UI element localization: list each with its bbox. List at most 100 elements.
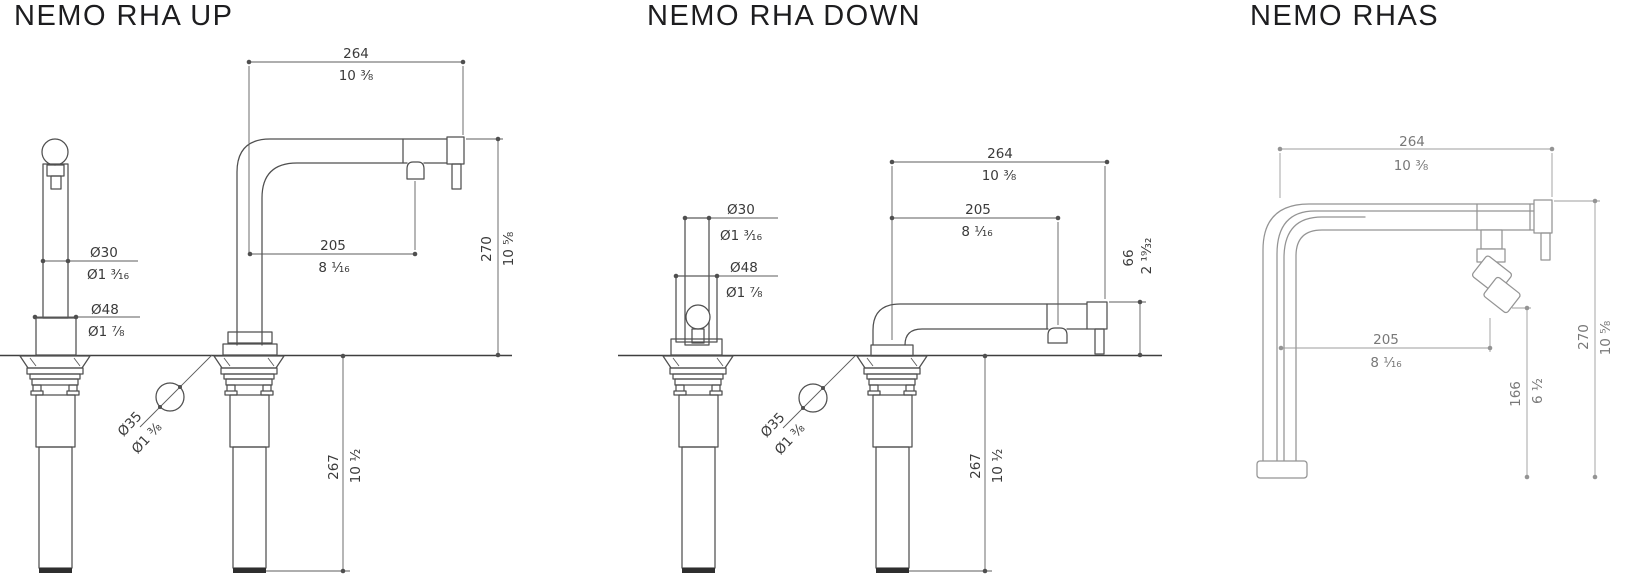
dim-endpoint	[158, 405, 162, 409]
front-view	[35, 138, 77, 356]
supply-body	[872, 394, 913, 448]
dim-endpoint	[682, 215, 688, 221]
supply-cylinder	[232, 446, 267, 569]
flange-hatch	[223, 357, 275, 367]
dim-base-dia-mm: Ø48	[730, 260, 758, 276]
cylinder-cap	[876, 568, 909, 573]
dim-endpoint	[982, 568, 988, 574]
dim-below-mm: 267	[968, 453, 984, 479]
inner-hose-line	[1276, 210, 1535, 462]
dim-height: 270 10 ⁵⁄₈	[466, 136, 517, 358]
drawing-title-nemo-rha-down: NEMO RHA DOWN	[647, 0, 922, 32]
base-plate	[670, 338, 723, 356]
front-view	[670, 217, 723, 356]
washer	[31, 378, 79, 386]
dim-endpoint	[246, 59, 252, 65]
dim-below-in: 10 ¹⁄₂	[990, 449, 1006, 484]
dim-reach: 205 8 ¹⁄₁₆	[1278, 318, 1493, 371]
dim-endpoint	[73, 314, 79, 320]
spout-head	[1047, 327, 1068, 344]
dim-endpoint	[40, 258, 46, 264]
flange-hatch	[29, 357, 81, 367]
base-plate	[222, 343, 278, 356]
mounting-flange	[19, 355, 91, 369]
dim-endpoint	[673, 273, 679, 279]
handle-knob	[685, 304, 711, 330]
end-cap	[1086, 301, 1108, 330]
dim-base-diameter: Ø48 Ø1 ⁷⁄₈	[32, 302, 140, 340]
dim-reach-in: 8 ¹⁄₁₆	[1370, 355, 1401, 371]
dim-endpoint	[412, 251, 418, 257]
faucet-outline-inner	[1295, 229, 1535, 462]
drawing-nemo-rha-down: 264 10 ³⁄₈ 205 8 ¹⁄₁₆ 66 2 ¹⁹⁄₃₂	[618, 146, 1162, 574]
dim-endpoint	[247, 251, 253, 257]
mounting-bolts	[224, 384, 274, 396]
flange-hatch	[672, 357, 724, 367]
dim-endpoint	[1277, 146, 1283, 152]
dim-base-diameter: Ø48 Ø1 ⁷⁄₈	[673, 260, 778, 301]
base-plate	[870, 344, 914, 357]
dim-reach-in: 8 ¹⁄₁₆	[961, 224, 992, 240]
dim-below-counter: 267 10 ¹⁄₂	[266, 353, 364, 574]
front-view-undercounter	[662, 355, 734, 573]
dim-nozzle-height-in: 6 ¹⁄₂	[1530, 378, 1546, 404]
spout-head	[406, 161, 425, 180]
dim-below-in: 10 ¹⁄₂	[348, 449, 364, 484]
dim-base-dia-in: Ø1 ⁷⁄₈	[726, 285, 763, 301]
lever-handle	[1540, 232, 1551, 261]
base-plate	[1256, 460, 1308, 479]
dim-reach-in: 8 ¹⁄₁₆	[318, 260, 349, 276]
side-view-undercounter	[213, 355, 285, 573]
hole-symbol-diameter	[802, 387, 824, 409]
dim-endpoint	[178, 385, 182, 389]
drawing-title-nemo-rhas: NEMO RHAS	[1250, 0, 1440, 32]
faucet-outline-inner	[261, 162, 408, 346]
dim-reach-mm: 205	[320, 238, 346, 254]
dim-below-mm: 267	[326, 454, 342, 480]
dim-spout-height: 66 2 ¹⁹⁄₃₂	[1109, 238, 1155, 358]
base-body	[35, 317, 77, 356]
mounting-bolts	[30, 384, 80, 396]
dim-endpoint	[821, 386, 825, 390]
dim-endpoint	[1524, 305, 1530, 311]
handle-stem	[691, 328, 705, 344]
lever-handle	[451, 163, 462, 190]
dim-nozzle-height: 166 6 ¹⁄₂	[1508, 305, 1546, 480]
side-view-undercounter	[856, 355, 928, 573]
dim-spout-height-mm: 66	[1121, 249, 1137, 266]
cylinder-cap	[233, 568, 266, 573]
dim-reach: 205 8 ¹⁄₁₆	[247, 181, 418, 276]
dim-nozzle-height-mm: 166	[1508, 381, 1524, 407]
front-view-undercounter	[19, 355, 91, 573]
swivel-nozzle-segment	[1483, 276, 1521, 314]
base-body	[227, 331, 273, 344]
inner-hose-line	[1283, 216, 1366, 462]
dim-endpoint	[340, 568, 346, 574]
dim-endpoint	[460, 59, 466, 65]
washer	[223, 373, 275, 380]
dim-spout-height-in: 2 ¹⁹⁄₃₂	[1139, 238, 1155, 275]
supply-body	[678, 394, 719, 448]
drawing-nemo-rha-up: 264 10 ³⁄₈ 205 8 ¹⁄₁₆ 270 10 ⁵⁄₈	[0, 46, 517, 574]
dim-endpoint	[495, 136, 501, 142]
dim-endpoint	[706, 215, 712, 221]
dim-endpoint	[340, 353, 346, 359]
handle-knob	[41, 138, 69, 166]
dim-endpoint	[1592, 474, 1598, 480]
end-cap	[1533, 199, 1553, 234]
dim-height-mm: 270	[1576, 324, 1592, 350]
dim-riser-dia-mm: Ø30	[727, 202, 755, 218]
washer	[26, 367, 84, 375]
dim-endpoint	[1137, 352, 1143, 358]
side-view	[1256, 199, 1553, 479]
drawing-title-nemo-rha-up: NEMO RHA UP	[14, 0, 234, 32]
drawing-nemo-rhas: 264 10 ³⁄₈ 205 8 ¹⁄₁₆ 166 6 ¹⁄₂	[1256, 134, 1614, 480]
dim-width: 264 10 ³⁄₈	[1277, 134, 1555, 198]
faucet-outline-outer	[1262, 203, 1535, 462]
dim-endpoint	[65, 258, 71, 264]
handle-stem	[46, 164, 65, 177]
nozzle-neck	[1480, 229, 1503, 250]
dim-width-mm: 264	[1399, 134, 1425, 150]
